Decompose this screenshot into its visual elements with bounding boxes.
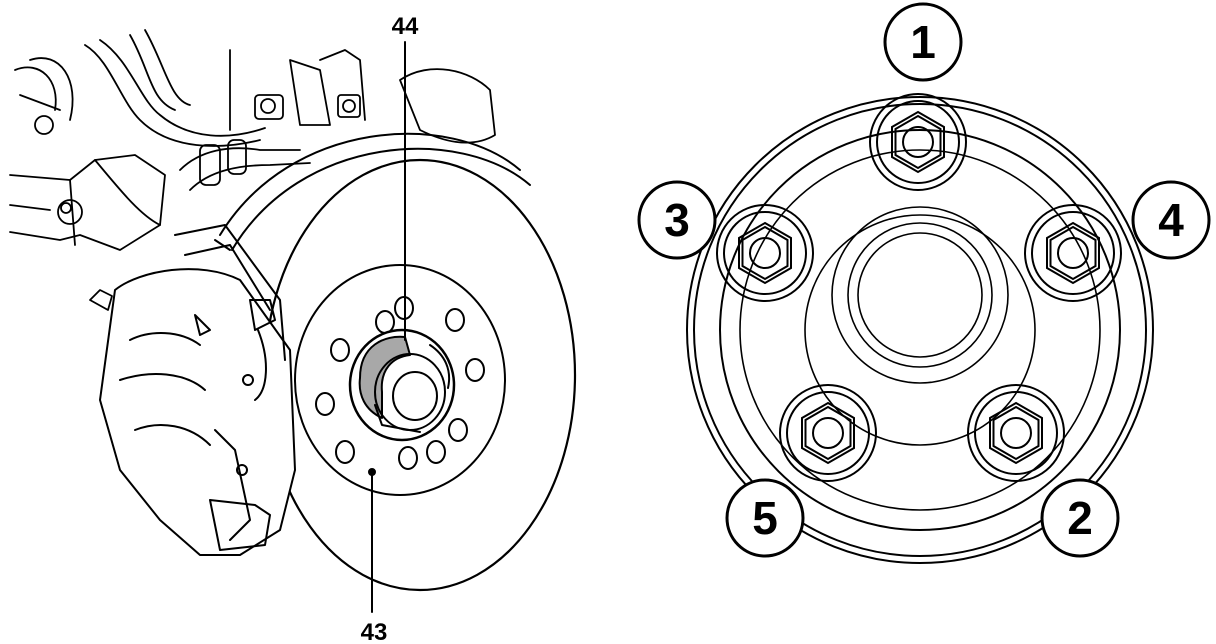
hub-center xyxy=(348,328,456,442)
lug-hole xyxy=(335,440,355,464)
wheel-nut-2 xyxy=(967,384,1065,482)
wheel-nut-5 xyxy=(779,384,877,482)
order-badge-3: 3 xyxy=(637,180,717,260)
order-label-4: 4 xyxy=(1158,194,1184,246)
lug-hole xyxy=(375,310,395,334)
order-badge-1: 1 xyxy=(883,2,963,82)
lug-hole xyxy=(465,358,485,382)
callout-44-label: 44 xyxy=(392,13,419,40)
wheel-nut-3 xyxy=(716,204,814,302)
wheel-nut-pattern-figure xyxy=(686,96,1154,564)
wheel-nut-4 xyxy=(1024,204,1122,302)
lug-hole xyxy=(445,308,465,332)
lug-hole xyxy=(448,418,468,442)
callout-43-label: 43 xyxy=(361,619,388,644)
order-label-2: 2 xyxy=(1067,492,1093,544)
order-label-3: 3 xyxy=(664,194,690,246)
order-badge-2: 2 xyxy=(1040,478,1120,558)
lug-hole xyxy=(398,446,418,470)
order-badge-5: 5 xyxy=(725,478,805,558)
suspension-lines xyxy=(9,29,496,311)
lug-hole xyxy=(330,338,350,362)
order-badge-4: 4 xyxy=(1131,180,1211,260)
brake-caliper xyxy=(99,224,296,556)
lug-hole xyxy=(426,440,446,464)
order-label-5: 5 xyxy=(752,492,778,544)
lug-hole xyxy=(315,392,335,416)
order-label-1: 1 xyxy=(910,16,936,68)
brake-assembly-figure xyxy=(9,29,577,613)
wheel-nut-1 xyxy=(869,93,967,191)
